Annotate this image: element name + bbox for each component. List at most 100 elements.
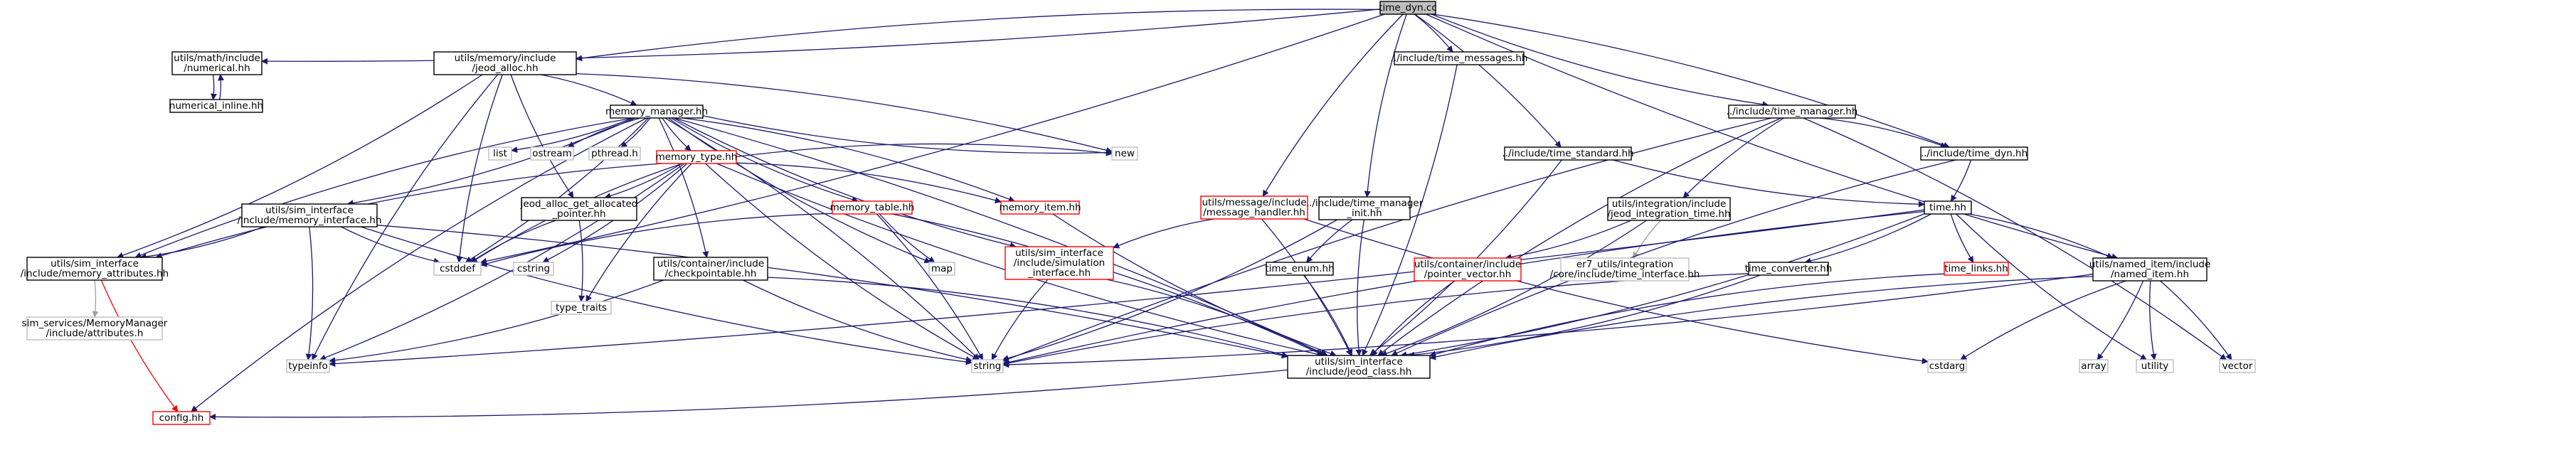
node-er7-time-interface: er7_utils/integration/core/include/time_… [1550, 257, 1700, 282]
edge-message_handler-to-simulation_interface [1113, 218, 1214, 249]
node-memory-type[interactable]: memory_type.hh [656, 150, 738, 164]
edge-integration_time-to-er7_time_interface [1633, 220, 1661, 259]
edge-memory_attributes-to-sim_services_attributes [92, 279, 99, 318]
edge-time_dyn_cc-to-time_manager_init [1364, 14, 1407, 198]
node-simulation-interface[interactable]: utils/sim_interface/include/simulation_i… [1005, 246, 1114, 280]
node-checkpointable[interactable]: utils/container/include/checkpointable.h… [653, 257, 768, 281]
node-label: config.hh [159, 412, 204, 424]
node-time-manager-init[interactable]: ../include/time_manager_init.hh [1306, 196, 1424, 220]
node-box [2092, 257, 2207, 282]
edge-memory_manager-to-ostream [567, 117, 641, 148]
node-box [653, 257, 768, 281]
node-box [971, 359, 1004, 373]
edge-named_item-to-vector [2160, 280, 2232, 360]
node-time-enum[interactable]: time_enum.hh [1265, 262, 1335, 276]
edge-memory_attributes-to-config [100, 279, 179, 412]
edge-checkpointable-to-jeod_class [767, 277, 1288, 358]
node-box [433, 262, 482, 276]
node-time-converter[interactable]: time_converter.hh [1745, 262, 1833, 276]
node-time-standard[interactable]: ../include/time_standard.hh [1502, 146, 1634, 161]
node-math-numerical[interactable]: utils/math/include/numerical.hh [171, 51, 263, 75]
edge-jeod_alloc-to-cstddef [456, 74, 503, 263]
edge-memory_type-to-typeinfo [319, 163, 685, 361]
node-label: /core/include/time_interface.hh [1550, 269, 1700, 280]
node-label: /jeod_alloc.hh [472, 63, 538, 74]
node-box [1924, 200, 1972, 215]
edge-time_hh-to-time_links [1950, 213, 1974, 263]
edge-named_item-to-utility [2149, 280, 2157, 360]
node-label: ../include/time_manager.hh [1727, 106, 1858, 117]
edge-memory_manager-to-sim_memory_interface [346, 117, 636, 207]
node-memory-table[interactable]: memory_table.hh [830, 200, 915, 215]
edge-time_messages-to-jeod_class [1362, 64, 1458, 356]
edge-memory_manager-to-config [191, 117, 647, 412]
edge-integration_time-to-jeod_class [1380, 220, 1647, 357]
edge-integration_time-to-pointer_vector [1505, 220, 1631, 261]
edge-simulation_interface-to-string [991, 279, 1049, 360]
edge-memory_type-to-string [705, 163, 980, 360]
node-box [1394, 51, 1525, 65]
edge-memory_table-to-cstddef [480, 213, 833, 267]
edge-memory_manager-to-new [702, 115, 1113, 156]
edge-time_dyn_cc-to-jeod_alloc [576, 9, 1381, 62]
edge-time_hh-to-time_converter [1804, 213, 1931, 264]
node-box [171, 51, 263, 75]
node-time-messages[interactable]: ../include/time_messages.hh [1391, 51, 1528, 65]
node-label: utils/sim_interface [265, 205, 354, 216]
node-label: utils/container/include [657, 258, 764, 269]
node-box [152, 411, 211, 425]
node-time-hh[interactable]: time.hh [1924, 200, 1972, 215]
node-box [1944, 262, 2009, 276]
node-label: time_enum.hh [1265, 263, 1334, 274]
node-label: type_traits [556, 302, 607, 314]
edge-sim_memory_interface-to-typeinfo [305, 226, 314, 360]
node-named-item[interactable]: utils/named_item/include/named_item.hh [2089, 257, 2211, 282]
edge-time_dyn_cc-to-time_standard [1414, 14, 1562, 148]
node-label: _pointer.hh [551, 208, 605, 220]
node-message-handler[interactable]: utils/message/include/message_handler.hh [1200, 195, 1308, 220]
edge-time_manager-to-vector [1803, 117, 2227, 360]
node-pointer-vector[interactable]: utils/container/include/pointer_vector.h… [1414, 257, 1522, 282]
node-memory-item[interactable]: memory_item.hh [999, 200, 1081, 215]
edge-time_manager_init-to-time_enum [1306, 219, 1353, 263]
node-time-dyn-cc[interactable]: time_dyn.cc [1379, 1, 1437, 15]
node-label: ../include/time_messages.hh [1391, 53, 1528, 64]
node-jeod-class[interactable]: utils/sim_interface/include/jeod_class.h… [1287, 355, 1431, 379]
node-box [1005, 246, 1114, 280]
edge-named_item-to-jeod_class [1429, 276, 2094, 360]
node-label: /message_handler.hh [1203, 207, 1305, 218]
edge-time_enum-to-jeod_class [1303, 274, 1353, 356]
node-integration-time[interactable]: utils/integration/include/jeod_integrati… [1607, 197, 1731, 221]
node-numerical-inline[interactable]: numerical_inline.hh [169, 99, 263, 113]
edge-memory_manager-to-checkpointable [658, 117, 709, 258]
edge-jeod_alloc_get-to-type_traits [578, 220, 585, 302]
node-box [928, 262, 955, 276]
node-sim-memory-interface[interactable]: utils/sim_interface/include/memory_inter… [238, 203, 382, 227]
node-time-links[interactable]: time_links.hh [1944, 262, 2009, 276]
node-box [1287, 355, 1431, 379]
node-time-dyn-hh[interactable]: ../include/time_dyn.hh [1920, 146, 2028, 161]
node-memory-manager[interactable]: memory_manager.hh [605, 105, 708, 119]
edge-time_manager-to-jeod_class [1377, 117, 1781, 356]
edge-layer [92, 9, 2232, 420]
node-label: typeinfo [288, 360, 327, 372]
node-time-manager[interactable]: ../include/time_manager.hh [1727, 105, 1858, 119]
node-config[interactable]: config.hh [152, 411, 211, 425]
node-label: jeod_alloc_get_allocated [520, 198, 638, 210]
edge-memory_manager-to-memory_attributes [134, 117, 634, 259]
node-jeod-alloc[interactable]: utils/memory/include/jeod_alloc.hh [433, 51, 577, 75]
node-box [1414, 257, 1522, 282]
edge-jeod_alloc_get-to-cstddef [470, 220, 556, 263]
node-label: _interface.hh [1027, 267, 1091, 279]
node-box [832, 200, 913, 215]
node-memory-attributes[interactable]: utils/sim_interface/include/memory_attri… [21, 257, 169, 281]
node-label: utils/math/include [174, 53, 260, 64]
node-jeod-alloc-get[interactable]: jeod_alloc_get_allocated_pointer.hh [520, 197, 638, 221]
node-box [2219, 359, 2256, 373]
edge-time_hh-to-typeinfo [329, 209, 1925, 368]
edge-memory_manager-to-memory_type [662, 117, 691, 151]
edge-named_item-to-array [2097, 280, 2144, 360]
node-ostream: ostream [530, 146, 574, 161]
edge-time_dyn_hh-to-jeod_class [1391, 159, 1956, 356]
node-label: utils/sim_interface [51, 258, 139, 269]
